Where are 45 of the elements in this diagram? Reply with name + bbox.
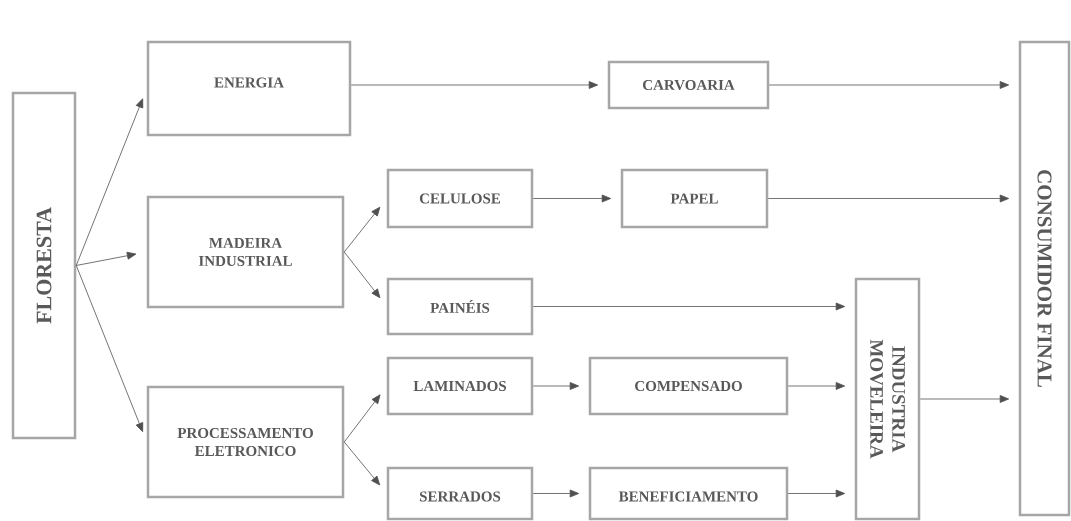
box-label: SERRADOS	[419, 491, 501, 502]
process-box	[620, 168, 769, 229]
box-label: LAMINADOS	[413, 380, 507, 392]
arrow	[787, 489, 846, 498]
process-box	[146, 195, 345, 309]
process-box	[386, 356, 534, 416]
process-box	[854, 277, 921, 521]
box-label: ENERGIA	[214, 77, 284, 88]
box-label: INDUSTRIA MOVELEIRA	[870, 339, 905, 459]
box-label: CARVOARIA	[643, 79, 735, 91]
process-box	[607, 60, 770, 110]
arrow	[532, 489, 580, 498]
arrow	[343, 206, 381, 253]
process-box	[146, 385, 345, 499]
box-label: FLORESTA	[36, 207, 52, 324]
arrow	[787, 382, 846, 390]
arrow	[343, 251, 381, 299]
process-box	[386, 466, 534, 521]
box-label: MADEIRA INDUSTRIAL	[198, 238, 292, 266]
process-box	[1018, 40, 1071, 517]
box-label: COMPENSADO	[635, 380, 742, 392]
arrow	[919, 395, 1010, 403]
process-box	[386, 277, 534, 336]
box-label: CELULOSE	[419, 193, 501, 204]
arrow	[343, 441, 381, 486]
arrow	[75, 98, 144, 266]
arrow	[532, 382, 580, 390]
process-box	[386, 168, 534, 229]
arrow	[350, 81, 599, 89]
arrow	[532, 194, 612, 203]
process-box	[588, 466, 789, 521]
box-label: PAPEL	[670, 193, 718, 204]
arrow	[343, 394, 381, 443]
box-label: CONSUMIDOR FINAL	[1037, 170, 1052, 387]
arrow	[75, 251, 137, 266]
box-label: PROCESSAMENTO ELETRONICO	[177, 427, 313, 456]
process-box	[146, 40, 352, 137]
process-box	[11, 91, 77, 440]
arrow	[767, 194, 1010, 203]
arrow	[532, 302, 846, 311]
arrow	[768, 81, 1010, 89]
arrow	[75, 265, 144, 433]
box-label: PAINÉIS	[430, 300, 490, 313]
box-label: BENEFICIAMENTO	[618, 491, 758, 502]
process-box	[588, 356, 789, 416]
